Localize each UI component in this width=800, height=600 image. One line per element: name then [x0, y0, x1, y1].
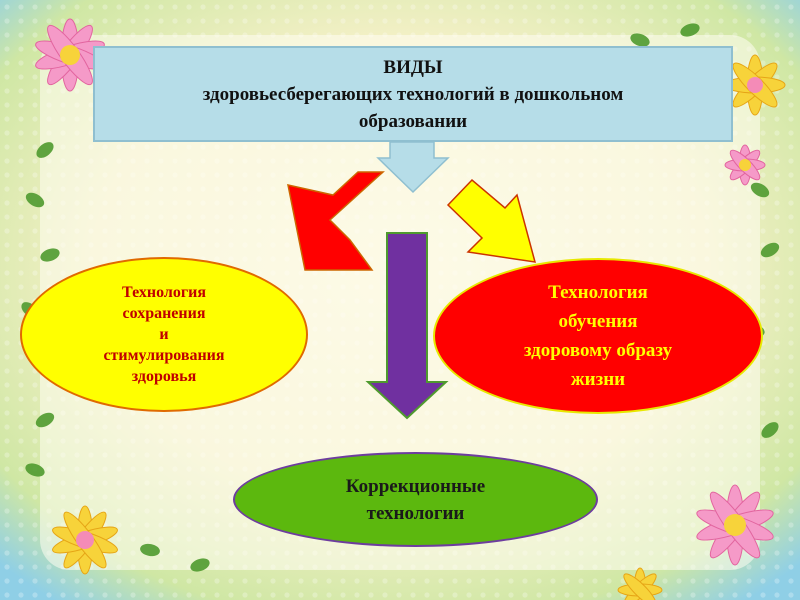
- right-node-line: жизни: [570, 369, 626, 390]
- node-health-preservation: Технология сохранения и стимулирования з…: [20, 257, 308, 412]
- left-node-line: сохранения: [122, 305, 206, 322]
- yellow-diagonal-arrow: [446, 178, 537, 263]
- red-diagonal-arrow: [287, 171, 385, 271]
- title-line-1: ВИДЫ: [383, 57, 443, 78]
- purple-down-arrow: [365, 232, 449, 420]
- node-correctional-technologies: Коррекционные технологии: [233, 452, 598, 547]
- node-healthy-lifestyle-education: Технология обучения здоровому образу жиз…: [433, 258, 763, 414]
- title-line-3: образовании: [358, 111, 468, 132]
- right-node-line: обучения: [558, 311, 638, 332]
- header-down-arrow: [376, 141, 450, 194]
- right-node-line: здоровому образу: [523, 340, 673, 361]
- diagram-title-box: ВИДЫ здоровьесберегающих технологий в до…: [93, 46, 733, 142]
- left-node-line: и: [159, 326, 169, 343]
- title-line-2: здоровьесберегающих технологий в дошколь…: [202, 84, 624, 105]
- bottom-node-line: Коррекционные: [345, 475, 486, 497]
- bottom-node-line: технологии: [366, 502, 465, 524]
- left-node-line: Технология: [122, 284, 206, 301]
- left-node-line: стимулирования: [103, 347, 225, 364]
- left-node-line: здоровья: [131, 368, 197, 385]
- right-node-line: Технология: [548, 282, 648, 303]
